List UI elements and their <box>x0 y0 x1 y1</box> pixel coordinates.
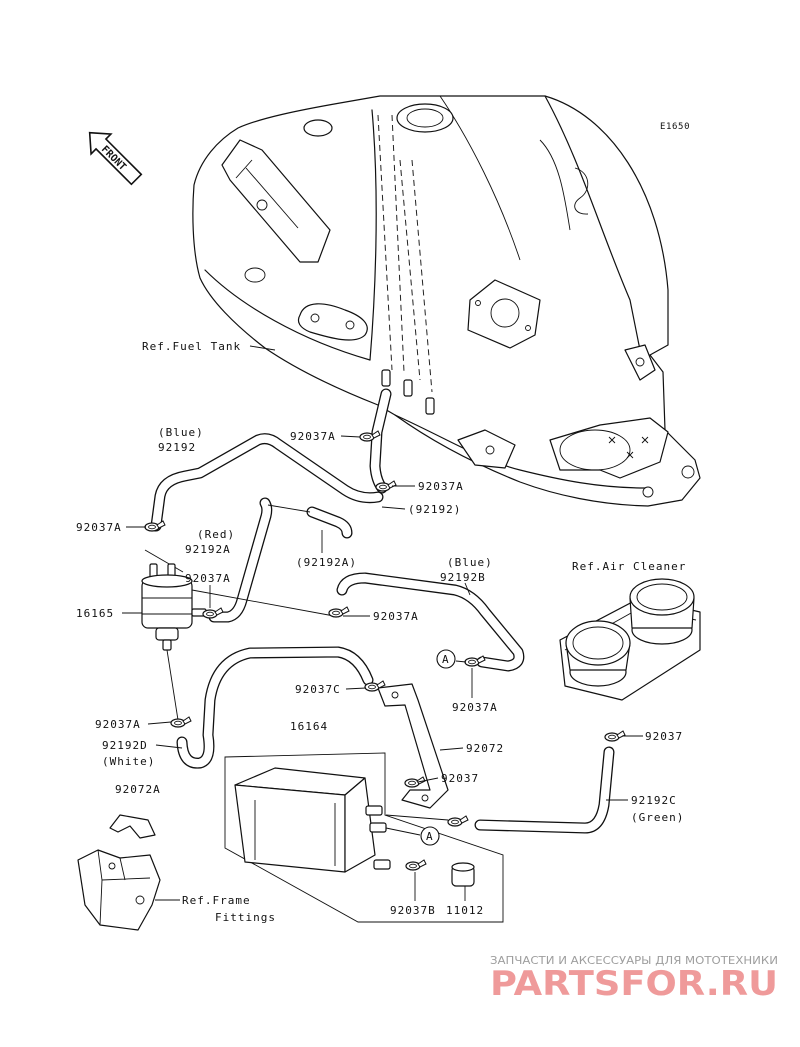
ref-frame-label: Ref.Frame <box>182 894 251 907</box>
bracket-92072-label: 92072 <box>466 742 504 755</box>
connection-mark-lower: A <box>420 826 440 846</box>
hose-92192a-color: (Red) <box>197 528 235 541</box>
hose-92192-label: 92192 <box>158 441 196 454</box>
cap-11012-label: 11012 <box>446 904 484 917</box>
watermark-tagline: ЗАПЧАСТИ И АКСЕССУАРЫ ДЛЯ МОТОТЕХНИКИ <box>490 954 778 967</box>
hose-92192c-label: 92192C <box>631 794 677 807</box>
bracket-92072 <box>377 683 449 809</box>
clamp-icon <box>405 859 427 871</box>
cap-11012 <box>451 862 475 887</box>
hose-92192-alt-label: (92192) <box>408 503 461 516</box>
canister-16164 <box>234 767 391 873</box>
clamp-92037a-label: 92037A <box>452 701 498 714</box>
clamp-92037a-label: 92037A <box>418 480 464 493</box>
clamp-icon <box>404 776 426 788</box>
clamp-icon <box>328 606 350 618</box>
clamp-icon <box>447 815 469 827</box>
connection-lines <box>144 504 449 821</box>
clamp-92037a-label: 92037A <box>185 572 231 585</box>
clamp-92037c-label: 92037C <box>295 683 341 696</box>
leader-lines <box>122 345 643 901</box>
hose-92192c-color: (Green) <box>631 811 684 824</box>
hose-92192a-alt-label: (92192A) <box>296 556 357 569</box>
ref-fuel-tank-label: Ref.Fuel Tank <box>142 340 241 353</box>
hose-92192a-label: 92192A <box>185 543 231 556</box>
hose-92192d <box>182 652 368 763</box>
clamp-icon <box>170 716 192 728</box>
air-cleaner <box>559 578 701 701</box>
bracket-92072a-label: 92072A <box>115 783 161 796</box>
hose-92192c <box>480 752 609 828</box>
hose-92192b-label: 92192B <box>440 571 486 584</box>
canister-label: 16164 <box>290 720 328 733</box>
clamp-92037a-label: 92037A <box>373 610 419 623</box>
diagram-code: E1650 <box>660 122 690 132</box>
connection-mark-label: A <box>442 653 450 666</box>
connection-mark-label: A <box>426 830 434 843</box>
hose-92192a-short <box>312 512 347 533</box>
hose-tank-fitting <box>375 394 386 488</box>
clamp-92037-label: 92037 <box>441 772 479 785</box>
watermark-logo: PARTSFOR.RU <box>490 964 778 1004</box>
hose-92192d-label: 92192D <box>102 739 148 752</box>
clamp-92037a-label: 92037A <box>290 430 336 443</box>
hose-92192a <box>214 503 267 617</box>
hose-92192b <box>342 578 519 666</box>
frame-fittings <box>77 814 161 931</box>
clamp-92037-label: 92037 <box>645 730 683 743</box>
hose-92192-color: (Blue) <box>158 426 204 439</box>
clamp-92037a-label: 92037A <box>76 521 122 534</box>
ref-frame-label-line2: Fittings <box>215 911 276 924</box>
connection-mark-upper: A <box>436 649 456 669</box>
separator-label: 16165 <box>76 607 114 620</box>
front-arrow-icon: FRONT <box>88 131 143 186</box>
ref-air-cleaner-label: Ref.Air Cleaner <box>572 560 686 573</box>
fuel-tank <box>192 95 701 507</box>
clamp-92037b-label: 92037B <box>390 904 436 917</box>
labels: E1650 Ref.Fuel Tank (Blue) 92192 92037A … <box>76 122 690 924</box>
hose-92192b-color: (Blue) <box>447 556 493 569</box>
clamp-92037a-label: 92037A <box>95 718 141 731</box>
hose-92192d-color: (White) <box>102 755 155 768</box>
watermark: ЗАПЧАСТИ И АКСЕССУАРЫ ДЛЯ МОТОТЕХНИКИ PA… <box>490 954 778 1004</box>
separator-16165 <box>141 563 207 651</box>
